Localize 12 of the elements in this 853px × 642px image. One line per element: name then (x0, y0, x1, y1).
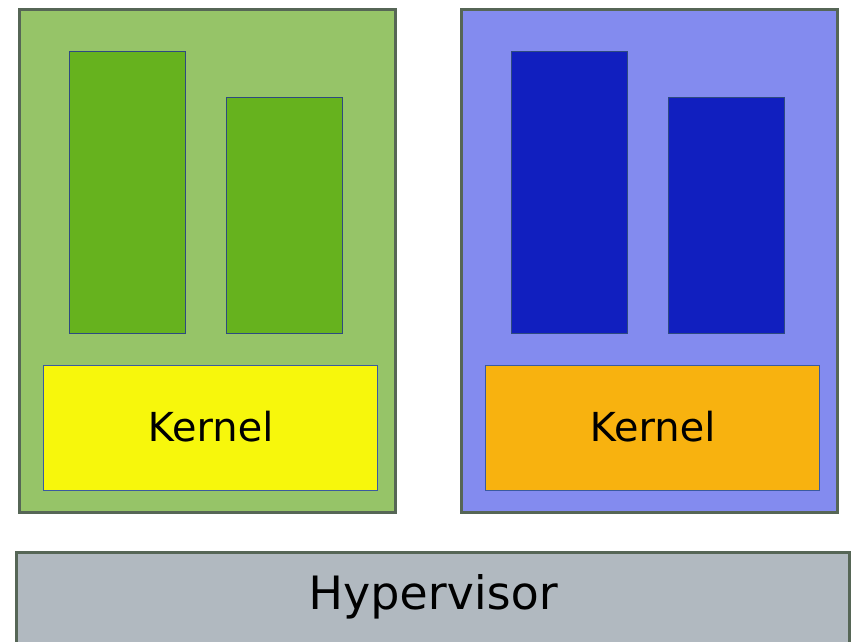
kernel-box (485, 365, 820, 491)
bar-block (69, 51, 186, 334)
bar-block (226, 97, 343, 334)
label-text: Kernel (590, 405, 716, 451)
panel (18, 8, 397, 514)
hypervisor-bar (15, 551, 851, 642)
kernel-box (43, 365, 378, 491)
label-text: Kernel (148, 405, 274, 451)
panel (460, 8, 839, 514)
bar-block (511, 51, 628, 334)
bar-block (668, 97, 785, 334)
label-text: Hypervisor (308, 566, 558, 620)
